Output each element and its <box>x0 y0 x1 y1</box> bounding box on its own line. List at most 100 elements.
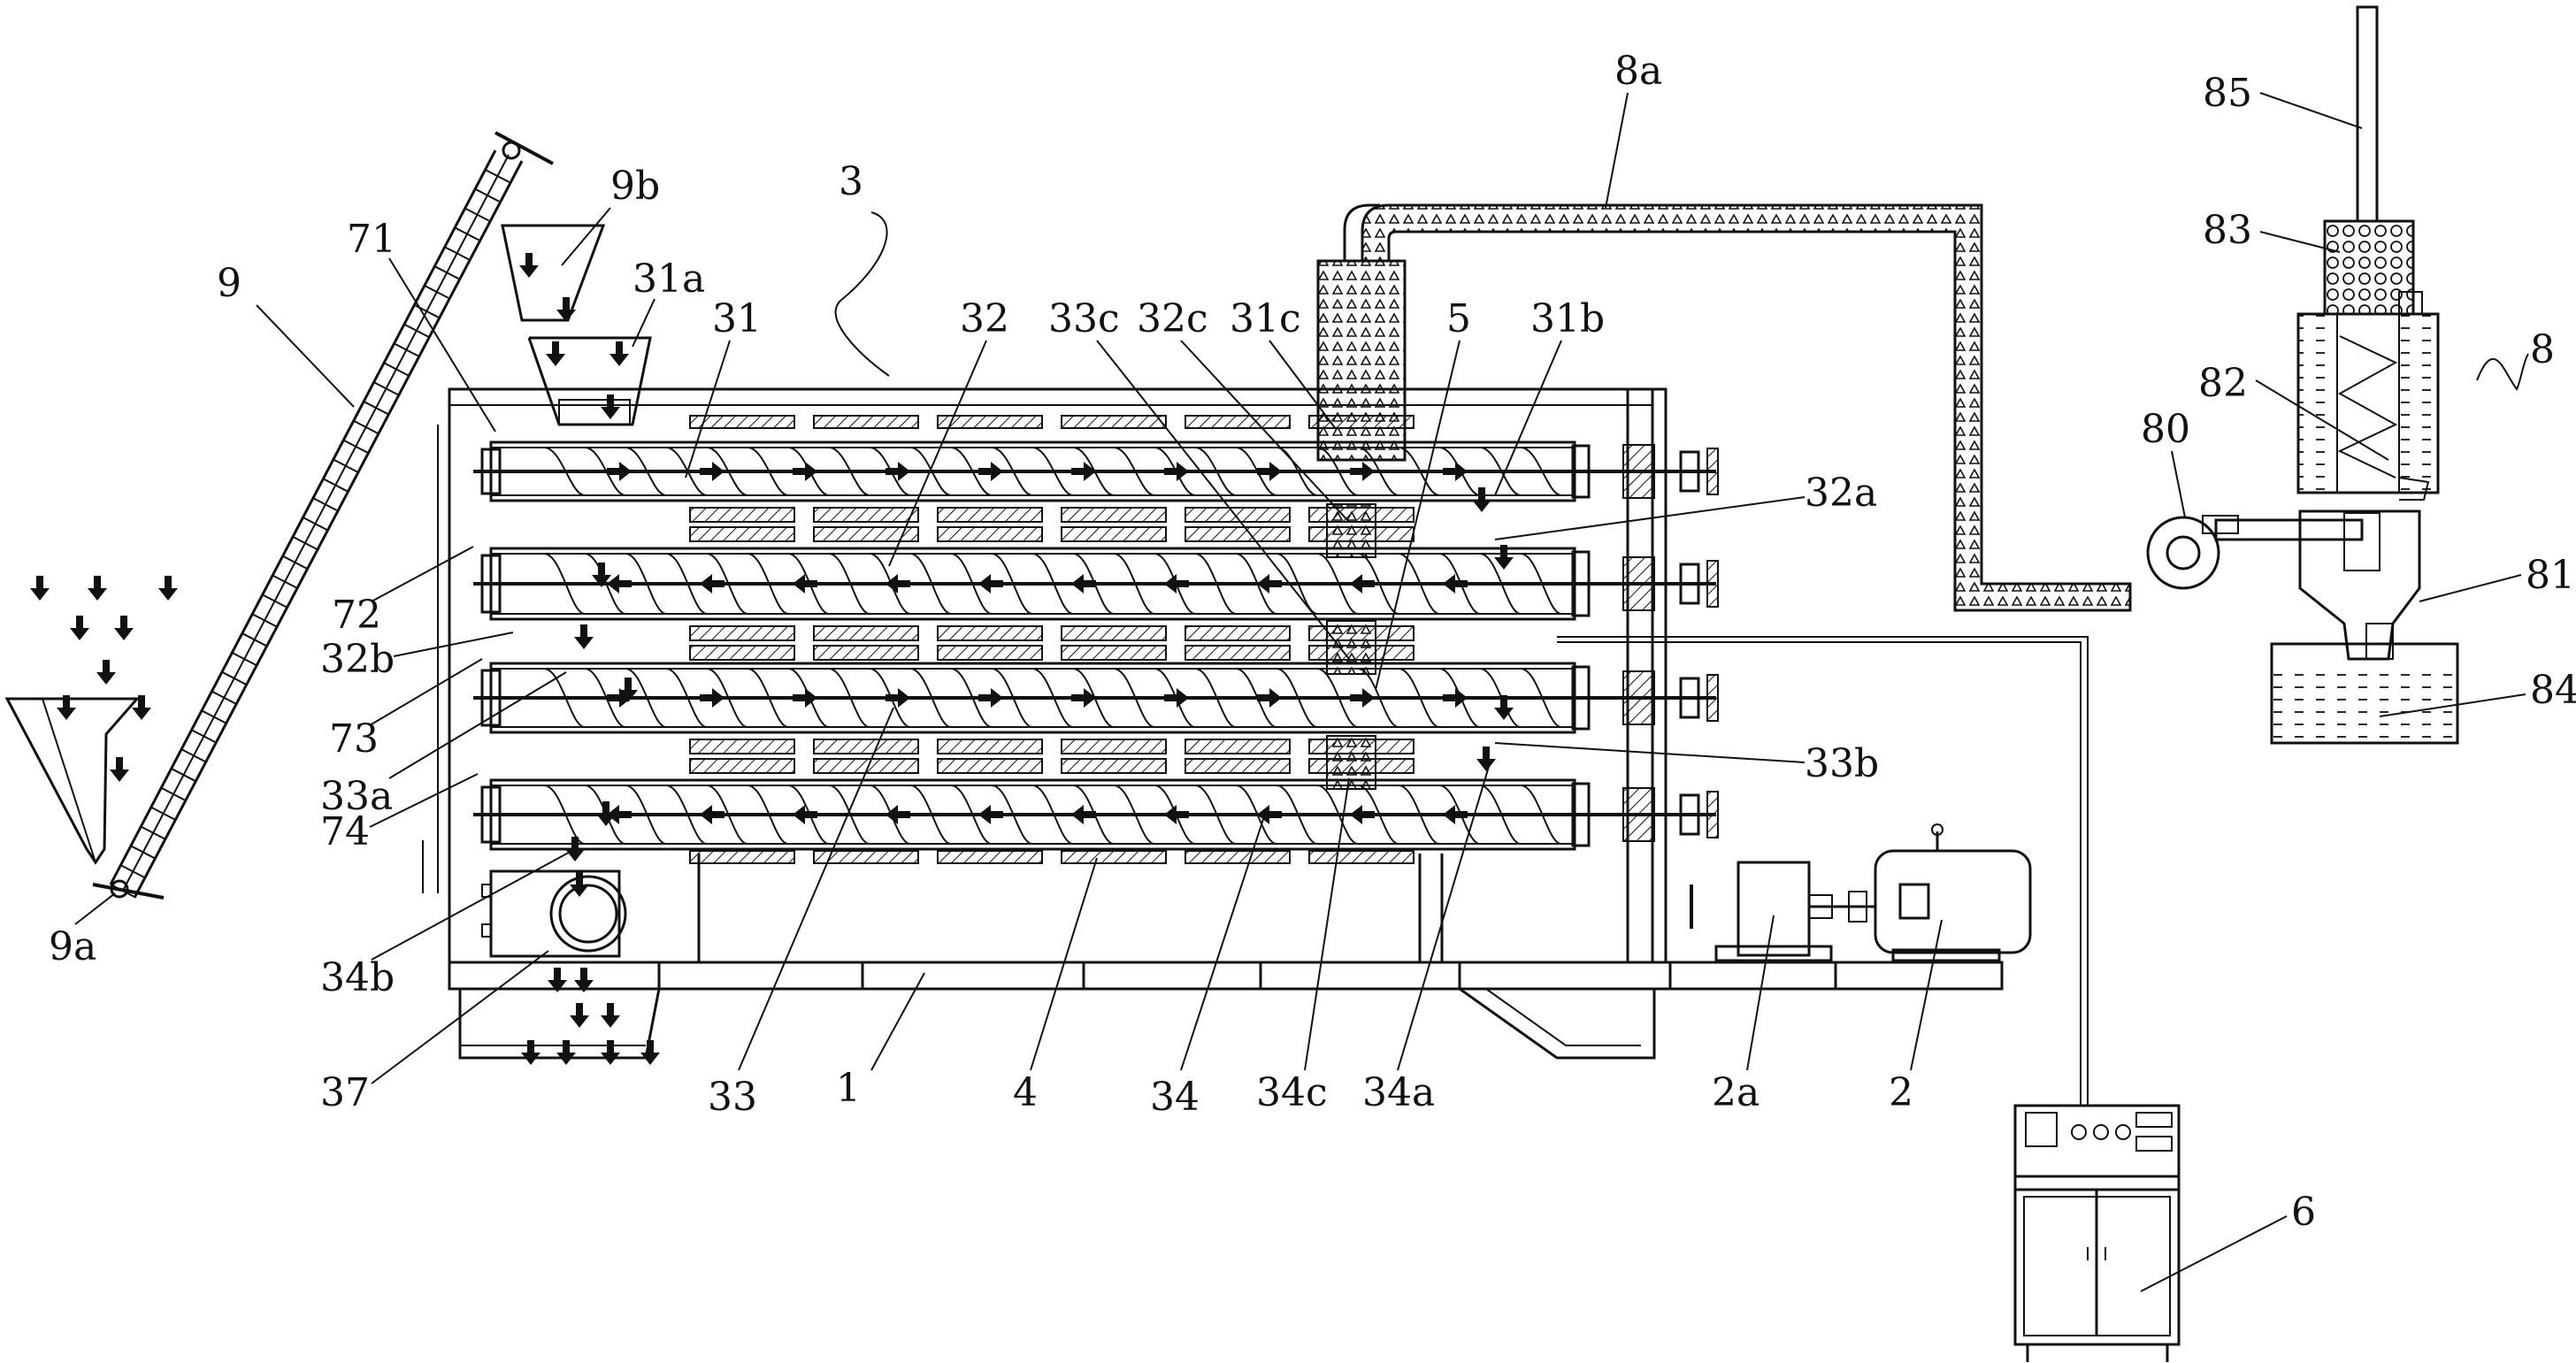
flow-arrow <box>1350 462 1375 481</box>
falling-material-arrow <box>548 968 567 992</box>
flow-arrow <box>1164 462 1189 481</box>
flow-arrow <box>886 462 910 481</box>
heating-plate <box>1184 526 1291 542</box>
label-73: 73 <box>329 716 379 762</box>
label-80: 80 <box>2141 407 2190 452</box>
label-82: 82 <box>2198 361 2248 406</box>
sprocket <box>1679 450 1700 493</box>
heating-plate <box>1061 645 1167 661</box>
heating-plate <box>1184 739 1291 754</box>
label-33: 33 <box>708 1075 757 1120</box>
bucket-elevator <box>4 131 554 900</box>
elevator-bucket <box>231 652 257 666</box>
bearing-block <box>1622 444 1655 499</box>
elevator-bucket <box>150 806 176 821</box>
heating-plate <box>689 526 795 542</box>
base-frame <box>448 387 2004 1060</box>
elevator-bucket <box>363 401 388 415</box>
heating-plate <box>937 850 1043 864</box>
falling-material-arrow <box>596 801 616 826</box>
falling-material-arrow <box>1494 545 1514 570</box>
flow-arrow <box>793 805 817 824</box>
falling-material-arrow <box>618 678 638 702</box>
end-plate <box>1571 444 1591 499</box>
falling-material-arrow <box>574 624 594 649</box>
elevator-bucket <box>394 342 418 357</box>
end-plate <box>480 554 502 614</box>
heating-plate <box>1184 850 1291 864</box>
sprocket-teeth <box>1706 791 1719 838</box>
scrubber-unit <box>2146 5 2459 745</box>
elevator-bucket <box>485 168 510 183</box>
falling-material-arrow <box>1494 695 1514 720</box>
falling-material-arrow <box>1476 747 1496 771</box>
heating-plate <box>813 739 919 754</box>
end-plate <box>1571 550 1591 617</box>
falling-material-arrow <box>570 872 589 897</box>
label-34c: 34c <box>1256 1070 1328 1115</box>
material-flow-arrows <box>30 253 1514 1065</box>
heating-plate <box>689 850 795 864</box>
falling-material-arrow <box>132 695 151 720</box>
falling-material-arrow <box>96 660 116 685</box>
flow-arrow <box>1350 688 1375 708</box>
heating-plate <box>1061 625 1167 641</box>
label-8a: 8a <box>1614 49 1662 94</box>
elevator-bucket <box>333 458 358 473</box>
flow-arrow <box>1443 462 1468 481</box>
heating-plate <box>1061 739 1167 754</box>
heating-plate <box>1184 415 1291 429</box>
elevator-bucket <box>312 497 338 512</box>
end-plate <box>1571 665 1591 731</box>
elevator-bucket <box>221 670 247 685</box>
heating-plate <box>813 645 919 661</box>
label-5: 5 <box>1446 296 1471 341</box>
label-9b: 9b <box>610 164 660 209</box>
falling-material-arrow <box>601 1003 620 1028</box>
transfer-chute <box>1326 735 1376 790</box>
falling-material-arrow <box>610 341 629 366</box>
falling-material-arrow <box>521 1040 540 1065</box>
heating-plate <box>937 739 1043 754</box>
flow-arrow <box>1350 574 1375 593</box>
heating-plate <box>937 645 1043 661</box>
heating-plate <box>689 625 795 641</box>
transfer-chute <box>1326 620 1376 675</box>
elevator-bucket <box>454 226 479 241</box>
falling-material-arrow <box>565 837 585 861</box>
label-32b: 32b <box>320 637 395 682</box>
heating-plate <box>689 758 795 774</box>
label-9a: 9a <box>49 924 96 969</box>
label-34b: 34b <box>320 955 395 1000</box>
elevator-bucket <box>119 864 145 879</box>
flow-arrow <box>1071 462 1096 481</box>
elevator-bucket <box>373 381 399 395</box>
elevator-bucket <box>383 362 409 377</box>
elevator-bucket <box>160 786 186 801</box>
falling-material-arrow <box>30 576 50 601</box>
flow-arrow <box>793 462 817 481</box>
label-84: 84 <box>2530 668 2576 713</box>
sprocket <box>1679 677 1700 719</box>
flow-arrow <box>886 805 910 824</box>
flow-arrow <box>607 805 632 824</box>
label-6: 6 <box>2291 1190 2316 1235</box>
flow-arrow <box>607 462 632 481</box>
flow-arrow <box>1443 805 1468 824</box>
elevator-bucket <box>242 632 267 647</box>
falling-material-arrow <box>158 576 178 601</box>
label-2: 2 <box>1889 1070 1913 1115</box>
label-4: 4 <box>1013 1070 1038 1115</box>
flow-arrow <box>607 574 632 593</box>
exhaust-duct <box>1316 203 2132 612</box>
flow-arrow <box>1443 688 1468 708</box>
falling-material-arrow <box>519 253 539 278</box>
screw-conveyor-tube <box>473 778 1719 851</box>
falling-material-arrow <box>110 757 129 782</box>
flow-arrow <box>700 462 724 481</box>
flow-arrow <box>1071 688 1096 708</box>
elevator-bucket <box>433 265 459 279</box>
flow-arrow <box>1071 805 1096 824</box>
label-37: 37 <box>320 1070 370 1115</box>
falling-material-arrow <box>70 616 89 640</box>
